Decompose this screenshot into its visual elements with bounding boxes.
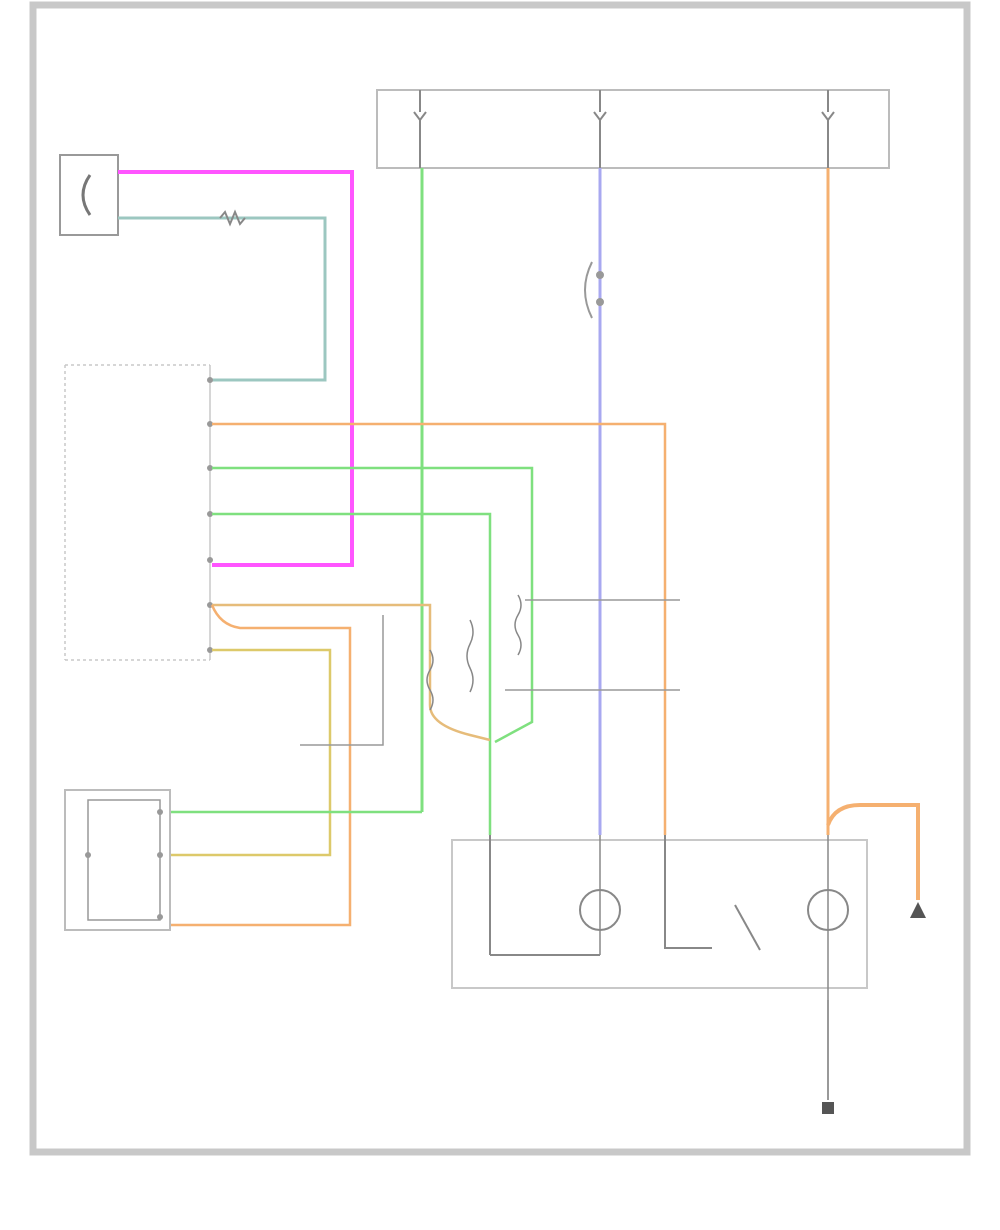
wire-magenta <box>118 170 354 567</box>
fuse-2 <box>593 90 607 168</box>
wire-yellow <box>170 648 332 857</box>
wire-green-a <box>212 466 534 744</box>
wire-tan-b <box>170 604 352 927</box>
wire-tan-a <box>212 603 491 742</box>
switch-icon <box>664 835 712 949</box>
wire-teal <box>118 216 327 382</box>
range-sensor <box>64 789 171 931</box>
wire-orange-lamp <box>826 803 920 900</box>
wire-green-b <box>212 512 492 835</box>
speed-sensor <box>59 154 119 236</box>
twisted-pair-1 <box>426 594 522 711</box>
tcm <box>64 364 213 661</box>
inline-connector <box>584 261 604 319</box>
diagram-frame <box>29 1 971 1156</box>
ground-g <box>822 1000 834 1114</box>
splice-resistor <box>219 209 246 227</box>
lamp-switch <box>910 902 926 918</box>
wire-orange-a <box>212 422 667 835</box>
shield-drain <box>300 615 384 746</box>
fuse-3 <box>821 90 835 168</box>
fuse-1 <box>413 90 427 168</box>
fuse-block <box>376 89 890 169</box>
shift-assembly <box>451 835 868 1000</box>
tcm-pin-markers <box>207 377 213 653</box>
